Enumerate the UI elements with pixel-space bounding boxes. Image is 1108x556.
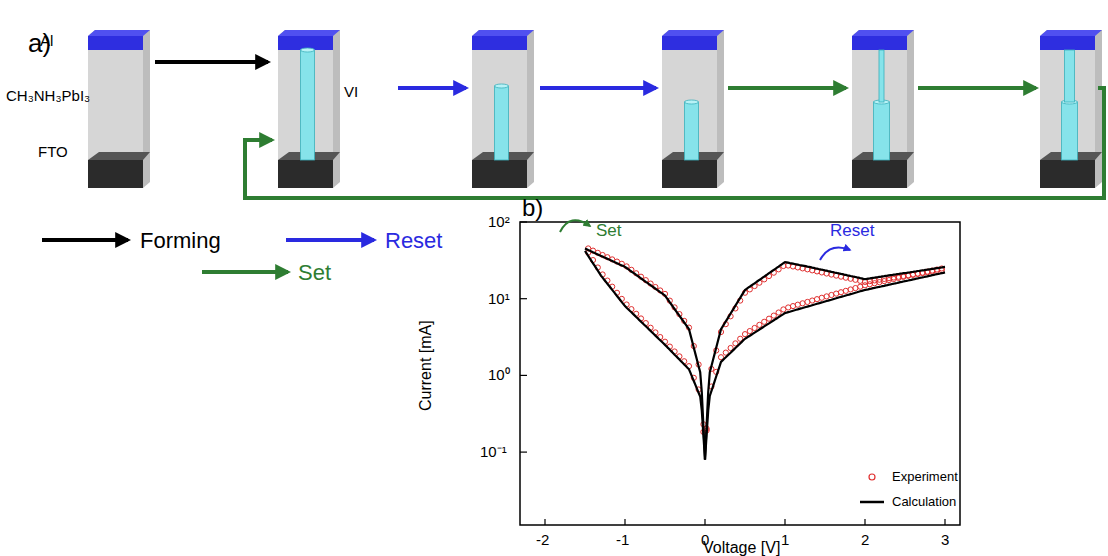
y-tick (520, 452, 527, 453)
curve-annotation: Reset (830, 222, 874, 239)
x-tick-label: -2 (536, 532, 549, 547)
perovskite-layer (1040, 36, 1095, 188)
x-tick-label: -1 (616, 532, 629, 547)
x-tick (784, 519, 785, 525)
fto-electrode (662, 160, 717, 188)
legend-text: Calculation (892, 495, 956, 508)
x-tick (544, 519, 545, 525)
x-tick (864, 519, 865, 525)
axis-title: Current [mA] (418, 321, 434, 412)
perovskite-layer (278, 36, 333, 188)
fto-electrode (278, 160, 333, 188)
filament (1062, 102, 1078, 160)
legend-text: Experiment (892, 470, 958, 483)
filament-top (301, 48, 315, 52)
al-electrode (852, 36, 907, 50)
al-top (472, 30, 534, 36)
y-tick-label: 10⁰ (488, 367, 510, 382)
experiment-point (762, 319, 767, 324)
experiment-point (752, 325, 757, 330)
y-tick-label: 10² (488, 214, 510, 229)
experiment-point (742, 332, 747, 337)
fto-electrode (88, 160, 143, 188)
al-top (88, 30, 150, 36)
layer-label: Al (40, 33, 53, 48)
y-tick (520, 375, 527, 376)
fto-top (88, 152, 150, 160)
voltage-label: VI (344, 84, 358, 99)
experiment-point (747, 328, 752, 333)
perovskite-layer (852, 36, 907, 188)
filament-top (685, 100, 699, 104)
device-body (278, 30, 340, 188)
y-tick-label: 10¹ (488, 291, 510, 306)
x-tick-label: 2 (861, 532, 869, 547)
x-tick (944, 519, 945, 525)
perovskite-layer (662, 36, 717, 188)
fto-electrode (472, 160, 527, 188)
x-tick-label: 3 (941, 532, 949, 547)
al-electrode (662, 36, 717, 50)
fto-electrode (852, 160, 907, 188)
panel-label: b) (522, 196, 543, 220)
calculation-curve (705, 272, 945, 459)
device-body (852, 30, 914, 188)
y-tick (520, 298, 527, 299)
filament (874, 102, 890, 160)
al-top (662, 30, 724, 36)
y-tick-label: 10⁻¹ (480, 444, 507, 459)
curve-annotation: Set (596, 222, 622, 239)
experiment-point (771, 313, 776, 318)
x-tick (624, 519, 625, 525)
fto-electrode (1040, 160, 1095, 188)
al-electrode (1040, 36, 1095, 50)
device-body (472, 30, 534, 188)
al-top (852, 30, 914, 36)
perovskite-layer (88, 36, 143, 188)
layer-label: FTO (38, 144, 68, 159)
x-tick-label: 1 (781, 532, 789, 547)
al-top (1040, 30, 1102, 36)
x-tick (704, 519, 705, 525)
experiment-point (766, 316, 771, 321)
calculation-curve (585, 249, 705, 460)
al-electrode (472, 36, 527, 50)
filament-top (495, 84, 509, 88)
device-body (662, 30, 724, 188)
filament (685, 102, 699, 160)
filament (1065, 50, 1075, 102)
filament (879, 50, 884, 102)
device-body (88, 30, 150, 188)
legend-text: Reset (385, 230, 442, 252)
device-body (1040, 30, 1102, 188)
filament (301, 50, 315, 160)
calculation-curve (705, 262, 945, 459)
filament (495, 86, 509, 160)
al-top (278, 30, 340, 36)
al-electrode (88, 36, 143, 50)
y-tick (520, 221, 527, 222)
calculation-curve (585, 251, 705, 460)
experiment-point (757, 322, 762, 327)
layer-label: CH₃NH₃PbI₃ (6, 88, 90, 103)
legend-text: Set (298, 262, 331, 284)
perovskite-layer (472, 36, 527, 188)
experiment-point (776, 310, 781, 315)
legend-text: Forming (140, 230, 221, 252)
axis-title: Voltage [V] (703, 540, 780, 556)
